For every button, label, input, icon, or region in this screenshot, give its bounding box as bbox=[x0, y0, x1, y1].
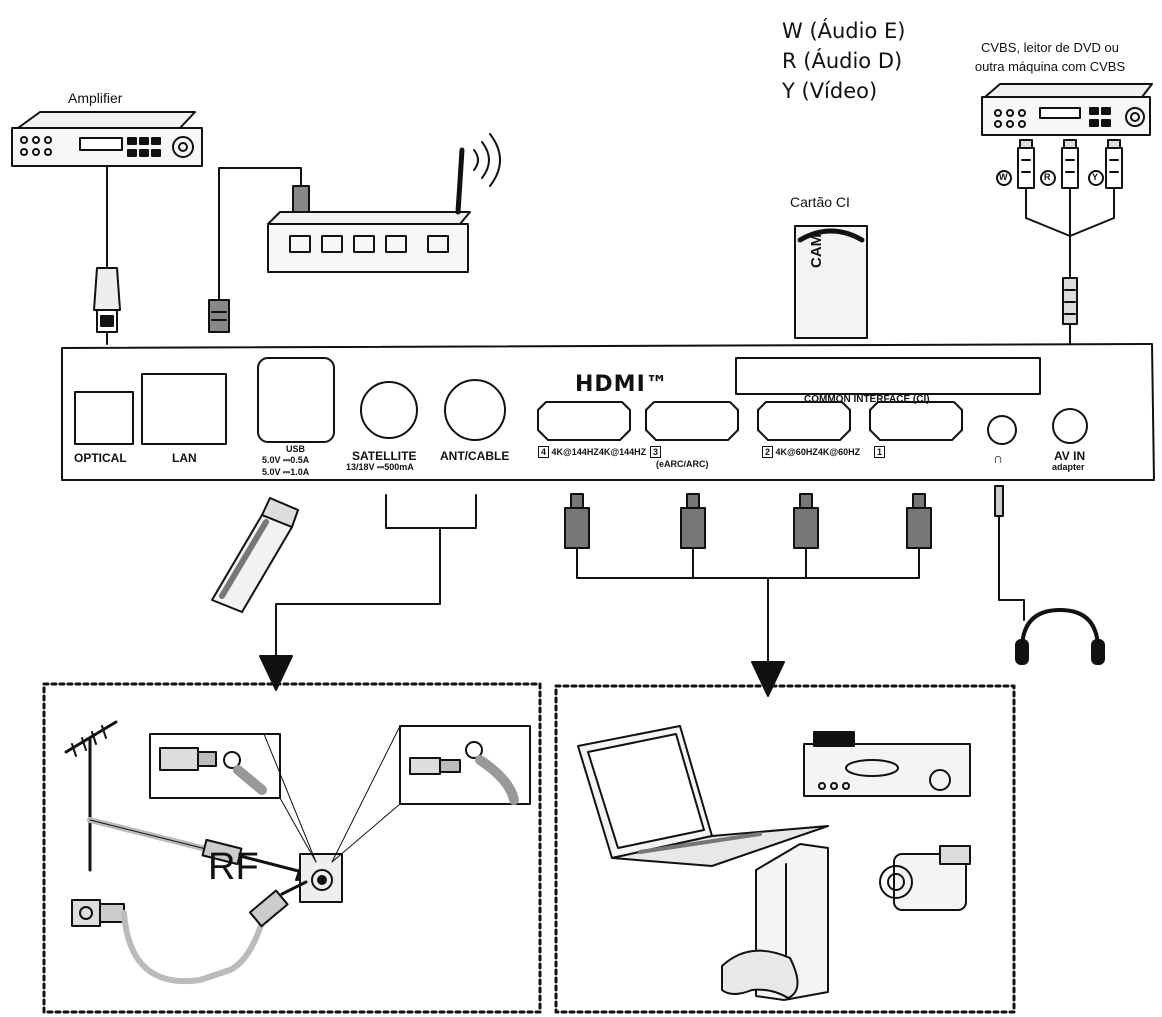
cvbs-label-line-1: CVBS, leitor de DVD ou bbox=[980, 40, 1119, 55]
game-console-icon bbox=[721, 843, 829, 1001]
amplifier-device-icon bbox=[11, 111, 203, 167]
cvbs-source-label: CVBS, leitor de DVD ou outra máquina com… bbox=[950, 38, 1150, 76]
connector-detail-right bbox=[331, 725, 531, 863]
common-interface-label: COMMON INTERFACE (CI) bbox=[804, 394, 930, 405]
antenna-cable-lines bbox=[259, 494, 477, 691]
hdmi-port-1-num: 1 bbox=[874, 446, 886, 458]
ci-card-icon bbox=[794, 225, 868, 339]
satellite-rating: 13/18V ⎓500mA bbox=[346, 462, 414, 472]
hdmi-port-4-spec: 4K@144HZ4K@144HZ bbox=[551, 447, 647, 457]
satellite-port-label: SATELLITE bbox=[352, 449, 417, 463]
coax-cables bbox=[71, 817, 343, 985]
hdmi-port-4-number: 4 bbox=[538, 446, 550, 458]
legend-red-audio: R (Áudio D) bbox=[782, 49, 903, 73]
ant-cable-port-label: ANT/CABLE bbox=[440, 449, 510, 463]
hdmi-port-2-label: 2 4K@60HZ4K@60HZ bbox=[762, 446, 861, 458]
av-in-adapter-label: adapter bbox=[1052, 462, 1085, 472]
antenna-icon bbox=[64, 720, 118, 872]
cvbs-device-icon bbox=[981, 83, 1153, 136]
router-device-icon bbox=[267, 133, 501, 273]
hdmi-port-3-spec: (eARC/ARC) bbox=[656, 459, 709, 469]
hdmi-port-1-number: 1 bbox=[874, 446, 886, 458]
usb-rating-2: 5.0V ⎓1.0A bbox=[262, 467, 310, 477]
rf-label: RF bbox=[208, 846, 259, 888]
optical-port-label: OPTICAL bbox=[74, 451, 127, 465]
plug-letter-y: Y bbox=[1092, 172, 1099, 182]
laptop-icon bbox=[577, 725, 829, 867]
connector-detail-left bbox=[149, 733, 317, 863]
optical-cable-icon bbox=[93, 165, 121, 345]
plug-letter-r: R bbox=[1044, 172, 1051, 182]
usb-port-label: USB bbox=[286, 444, 306, 454]
headphones-icon bbox=[1015, 608, 1105, 665]
lan-cable-icon bbox=[208, 167, 310, 333]
cvbs-label-line-2: outra máquina com CVBS bbox=[974, 59, 1126, 74]
plug-letter-w: W bbox=[999, 172, 1008, 182]
hdmi-port-2-number: 2 bbox=[762, 446, 774, 458]
hdmi-port-2-spec: 4K@60HZ4K@60HZ bbox=[775, 447, 861, 457]
hdmi-port-3-num: 3 bbox=[650, 446, 662, 458]
rca-cable-icon bbox=[996, 139, 1123, 345]
legend-yellow-video: Y (Vídeo) bbox=[782, 79, 878, 103]
headphone-icon: ∩ bbox=[993, 450, 1004, 466]
av-in-port-label: AV IN bbox=[1054, 449, 1086, 463]
hdmi-port-4-label: 4 4K@144HZ4K@144HZ bbox=[538, 446, 647, 458]
hdmi-devices-box bbox=[554, 684, 1016, 1014]
cam-label: CAM bbox=[808, 233, 825, 268]
hdmi-port-3-number: 3 bbox=[650, 446, 662, 458]
lan-port-label: LAN bbox=[172, 451, 197, 465]
legend-white-audio: W (Áudio E) bbox=[782, 19, 906, 43]
rear-panel bbox=[61, 343, 1155, 481]
usb-stick-icon bbox=[211, 497, 299, 613]
av-cable-legend: W (Áudio E) R (Áudio D) Y (Vídeo) bbox=[782, 16, 905, 106]
hdmi-cables bbox=[564, 493, 932, 697]
amplifier-label: Amplifier bbox=[68, 90, 123, 106]
camcorder-icon bbox=[879, 845, 971, 911]
dvd-player-icon bbox=[803, 731, 971, 797]
hdmi-logo: HDMI™ bbox=[575, 372, 669, 397]
antenna-box bbox=[42, 682, 542, 1014]
headphone-cable-icon bbox=[994, 485, 1025, 621]
usb-rating-1: 5.0V ⎓0.5A bbox=[262, 455, 310, 465]
ci-card-label: Cartão CI bbox=[790, 194, 850, 210]
